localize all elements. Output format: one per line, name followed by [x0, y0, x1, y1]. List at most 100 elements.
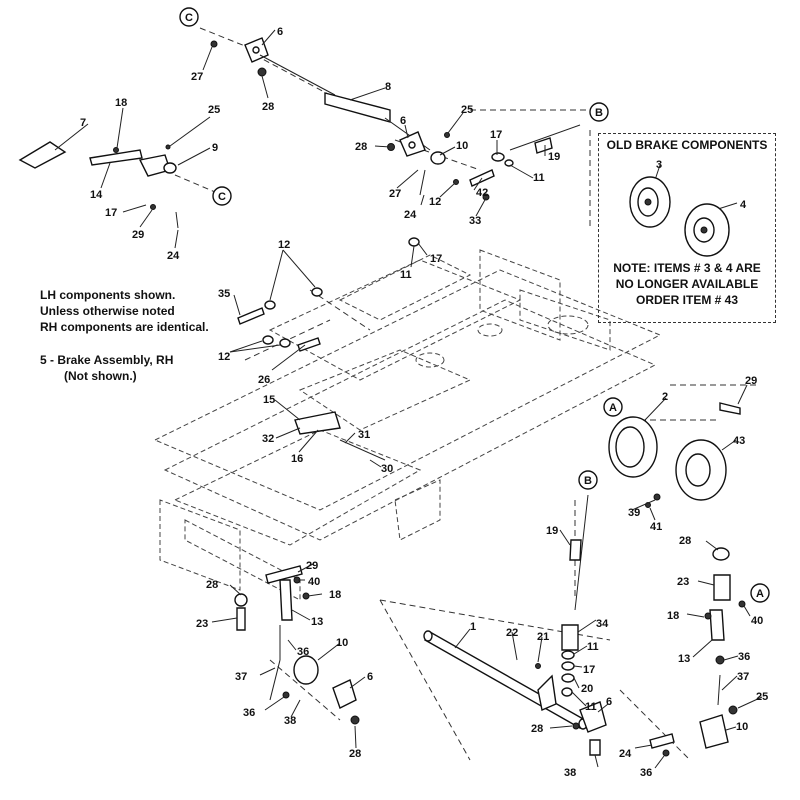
callout-4: 4	[740, 199, 747, 211]
upper-left-pedal-assembly	[18, 141, 179, 229]
callout-17c: 17	[430, 253, 442, 265]
callout-29c: 29	[745, 375, 757, 387]
callout-19a: 19	[548, 151, 560, 163]
brake-assembly	[608, 402, 741, 508]
callout-24c: 24	[619, 748, 632, 760]
callout-15: 15	[263, 394, 275, 406]
callout-31: 31	[358, 429, 370, 441]
callout-27b: 27	[389, 188, 401, 200]
callout-18c: 18	[667, 610, 679, 622]
callout-40b: 40	[751, 615, 763, 627]
callout-36a: 36	[297, 646, 309, 658]
lower-cross-shaft	[423, 630, 607, 756]
callout-25c: 25	[756, 691, 768, 703]
svg-text:A: A	[609, 402, 617, 414]
brake-rod-assembly-upper	[408, 124, 581, 247]
callout-17d: 17	[583, 664, 595, 676]
callout-21: 21	[537, 631, 549, 643]
callout-41: 41	[650, 521, 662, 533]
callout-23a: 23	[196, 618, 208, 630]
callout-10a: 10	[456, 140, 468, 152]
ref-b-top: B	[589, 102, 609, 122]
old-brake-components-inset: OLD BRAKE COMPONENTS NOTE: ITEMS # 3 & 4…	[598, 133, 776, 323]
callout-10c: 10	[736, 721, 748, 733]
callout-6d: 6	[606, 696, 612, 708]
inset-old-brake-drawings	[629, 176, 730, 257]
reference-letters: C C B B A A	[179, 7, 770, 603]
callout-17b: 17	[105, 207, 117, 219]
ref-a-right: A	[750, 583, 770, 603]
callout-32: 32	[262, 433, 274, 445]
callout-28d: 28	[349, 748, 361, 760]
callout-1: 1	[470, 621, 476, 633]
callout-28f: 28	[679, 535, 691, 547]
callout-35: 35	[218, 288, 230, 300]
callout-12b: 12	[218, 351, 230, 363]
callout-42: 42	[476, 187, 488, 199]
callout-29b: 29	[306, 560, 318, 572]
callout-28e: 28	[531, 723, 543, 735]
callout-40a: 40	[308, 576, 320, 588]
callout-34: 34	[596, 618, 609, 630]
callout-18b: 18	[329, 589, 341, 601]
callout-36d: 36	[640, 767, 652, 779]
callout-27a: 27	[191, 71, 203, 83]
callout-13a: 13	[311, 616, 323, 628]
svg-text:B: B	[584, 475, 592, 487]
callout-24a: 24	[167, 250, 180, 262]
callout-33: 33	[469, 215, 481, 227]
callout-24b: 24	[404, 209, 417, 221]
callout-16: 16	[291, 453, 303, 465]
svg-text:B: B	[595, 107, 603, 119]
callout-7: 7	[80, 117, 86, 129]
callout-11c: 11	[587, 641, 599, 653]
left-mid-hardware	[237, 287, 386, 461]
ref-a-brake: A	[603, 397, 623, 417]
callout-6a: 6	[277, 26, 283, 38]
callout-11a: 11	[533, 172, 545, 184]
callout-6b: 6	[400, 115, 406, 127]
callout-9: 9	[212, 142, 218, 154]
callout-22: 22	[506, 627, 518, 639]
lh-components-note: LH components shown. Unless otherwise no…	[40, 288, 209, 334]
callout-14: 14	[90, 189, 103, 201]
callout-25a: 25	[208, 104, 220, 116]
center-brake-rod	[535, 494, 589, 697]
callout-37a: 37	[235, 671, 247, 683]
callout-12c: 12	[429, 196, 441, 208]
callout-36c: 36	[738, 651, 750, 663]
ref-c-left: C	[212, 186, 232, 206]
callout-19b: 19	[546, 525, 558, 537]
callout-13b: 13	[678, 653, 690, 665]
ref-b-center: B	[578, 470, 598, 490]
callout-labels: 1 2 3 4 6 6 6 6 7 8 9 10 10 10 11 11 11 …	[80, 26, 768, 779]
callout-18a: 18	[115, 97, 127, 109]
top-cross-shaft-assembly	[210, 37, 450, 196]
lower-right-linkage	[649, 547, 746, 757]
callout-10b: 10	[336, 637, 348, 649]
svg-text:C: C	[218, 191, 226, 203]
callout-38a: 38	[284, 715, 296, 727]
callout-28a: 28	[262, 101, 274, 113]
callout-12a: 12	[278, 239, 290, 251]
inset-note: NOTE: ITEMS # 3 & 4 ARE NO LONGER AVAILA…	[613, 261, 761, 307]
callout-25b: 25	[461, 104, 473, 116]
inset-title: OLD BRAKE COMPONENTS	[606, 138, 768, 152]
leader-lines	[54, 29, 763, 769]
callout-11d: 11	[585, 701, 597, 713]
callout-38b: 38	[564, 767, 576, 779]
callout-39: 39	[628, 507, 640, 519]
callout-43: 43	[733, 435, 745, 447]
callout-20: 20	[581, 683, 593, 695]
callout-11b: 11	[400, 269, 412, 281]
callout-37b: 37	[737, 671, 749, 683]
svg-text:C: C	[185, 12, 193, 24]
chassis-frame	[153, 249, 662, 601]
callout-26: 26	[258, 374, 270, 386]
lower-left-linkage	[234, 565, 360, 725]
callout-23b: 23	[677, 576, 689, 588]
brake-assembly-note: 5 - Brake Assembly, RH (Not shown.)	[40, 353, 174, 383]
callout-29a: 29	[132, 229, 144, 241]
callout-6c: 6	[367, 671, 373, 683]
